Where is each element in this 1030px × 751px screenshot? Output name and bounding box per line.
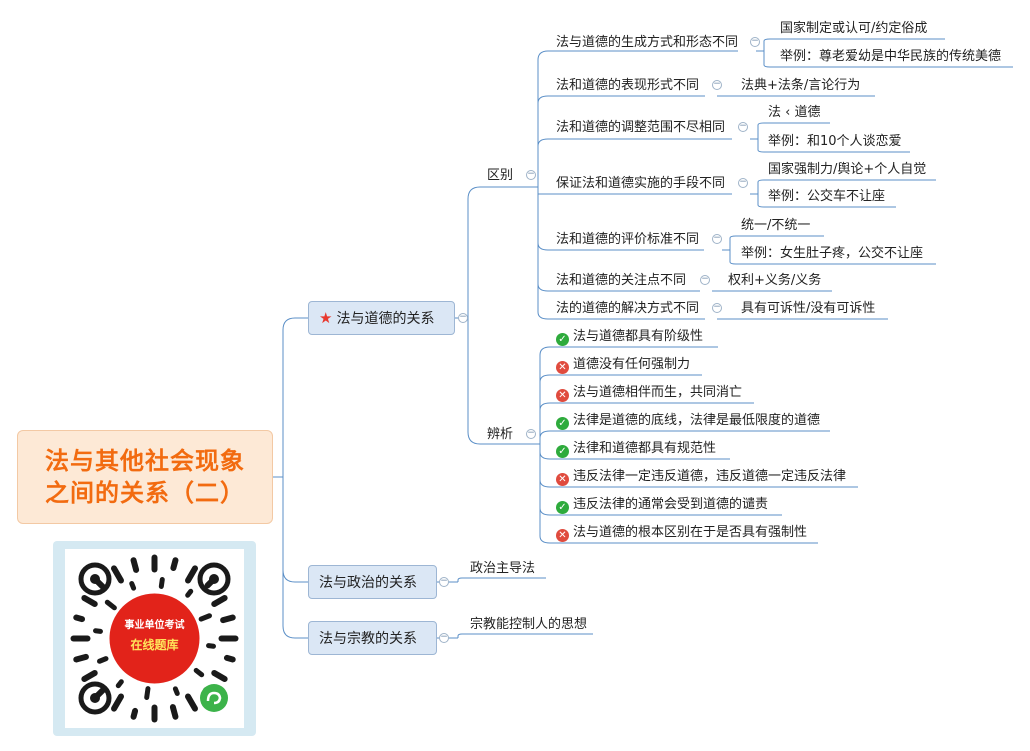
branch-politics-label: 法与政治的关系: [319, 575, 417, 591]
collapse-icon[interactable]: −: [712, 233, 722, 244]
cross-icon: ✕: [556, 389, 569, 402]
collapse-icon[interactable]: −: [458, 312, 468, 323]
difference-detail: 举例：尊老爱幼是中华民族的传统美德: [780, 49, 1002, 64]
check-icon: ✓: [556, 501, 569, 514]
collapse-icon[interactable]: −: [750, 36, 760, 47]
religion-detail[interactable]: 宗教能控制人的思想: [470, 617, 588, 632]
collapse-icon[interactable]: −: [439, 632, 449, 643]
difference-detail: 举例：公交车不让座: [768, 189, 886, 204]
analysis-item[interactable]: ✓违反法律的通常会受到道德的谴责: [556, 496, 768, 514]
collapse-icon[interactable]: −: [738, 121, 748, 132]
check-icon: ✓: [556, 445, 569, 458]
root-topic[interactable]: 法与其他社会现象 之间的关系（二）: [17, 430, 273, 524]
analysis-item[interactable]: ✓法与道德都具有阶级性: [556, 328, 703, 346]
difference-detail: 举例：女生肚子疼，公交不让座: [741, 246, 924, 261]
difference-detail: 法 ‹ 道德: [768, 105, 821, 120]
check-icon: ✓: [556, 333, 569, 346]
root-title-line1: 法与其他社会现象: [45, 447, 245, 475]
difference-detail: 法典+法条/言论行为: [741, 78, 861, 93]
collapse-icon[interactable]: −: [526, 428, 536, 439]
collapse-icon[interactable]: −: [439, 576, 449, 587]
difference-detail: 举例：和10个人谈恋爱: [768, 134, 902, 149]
cross-icon: ✕: [556, 529, 569, 542]
branch-religion-label: 法与宗教的关系: [319, 631, 417, 647]
root-title-line2: 之间的关系（二）: [45, 479, 245, 507]
difference-item[interactable]: 法和道德的关注点不同: [556, 273, 687, 288]
difference-item[interactable]: 法和道德的表现形式不同: [556, 78, 700, 93]
analysis-item[interactable]: ✕法与道德相伴而生，共同消亡: [556, 384, 742, 402]
branch-morality-label: 法与道德的关系: [336, 311, 435, 327]
collapse-icon[interactable]: −: [712, 79, 722, 90]
difference-detail: 统一/不统一: [741, 218, 811, 233]
difference-detail: 国家制定或认可/约定俗成: [780, 21, 928, 36]
qr-code-card: 事业单位考试 在线题库: [53, 541, 256, 736]
difference-item[interactable]: 法与道德的生成方式和形态不同: [556, 35, 739, 50]
analysis-item[interactable]: ✕违反法律一定违反道德，违反道德一定违反法律: [556, 468, 846, 486]
difference-item[interactable]: 保证法和道德实施的手段不同: [556, 176, 726, 191]
analysis-item[interactable]: ✓法律是道德的底线，法律是最低限度的道德: [556, 412, 820, 430]
collapse-icon[interactable]: −: [526, 169, 536, 180]
cross-icon: ✕: [556, 473, 569, 486]
branch-morality[interactable]: ★ 法与道德的关系: [308, 301, 455, 335]
collapse-icon[interactable]: −: [738, 177, 748, 188]
difference-item[interactable]: 法和道德的评价标准不同: [556, 232, 700, 247]
group-analysis[interactable]: 辨析: [487, 427, 514, 442]
qr-label-line1: 事业单位考试: [124, 620, 185, 631]
difference-item[interactable]: 法和道德的调整范围不尽相同: [556, 120, 726, 135]
cross-icon: ✕: [556, 361, 569, 374]
collapse-icon[interactable]: −: [700, 274, 710, 285]
analysis-item[interactable]: ✕法与道德的根本区别在于是否具有强制性: [556, 524, 807, 542]
difference-item[interactable]: 法的道德的解决方式不同: [556, 301, 700, 316]
analysis-item[interactable]: ✕道德没有任何强制力: [556, 356, 690, 374]
qr-pattern-icon: [70, 554, 239, 723]
politics-detail[interactable]: 政治主导法: [470, 561, 536, 576]
qr-code[interactable]: 事业单位考试 在线题库: [65, 549, 244, 728]
difference-detail: 权利+义务/义务: [728, 273, 822, 288]
collapse-icon[interactable]: −: [712, 302, 722, 313]
branch-politics[interactable]: 法与政治的关系: [308, 565, 437, 599]
check-icon: ✓: [556, 417, 569, 430]
group-difference[interactable]: 区别: [487, 168, 514, 183]
branch-religion[interactable]: 法与宗教的关系: [308, 621, 437, 655]
difference-detail: 具有可诉性/没有可诉性: [741, 301, 876, 316]
difference-detail: 国家强制力/舆论+个人自觉: [768, 162, 927, 177]
analysis-item[interactable]: ✓法律和道德都具有规范性: [556, 440, 716, 458]
star-icon: ★: [319, 309, 333, 327]
qr-label-line2: 在线题库: [130, 638, 179, 652]
